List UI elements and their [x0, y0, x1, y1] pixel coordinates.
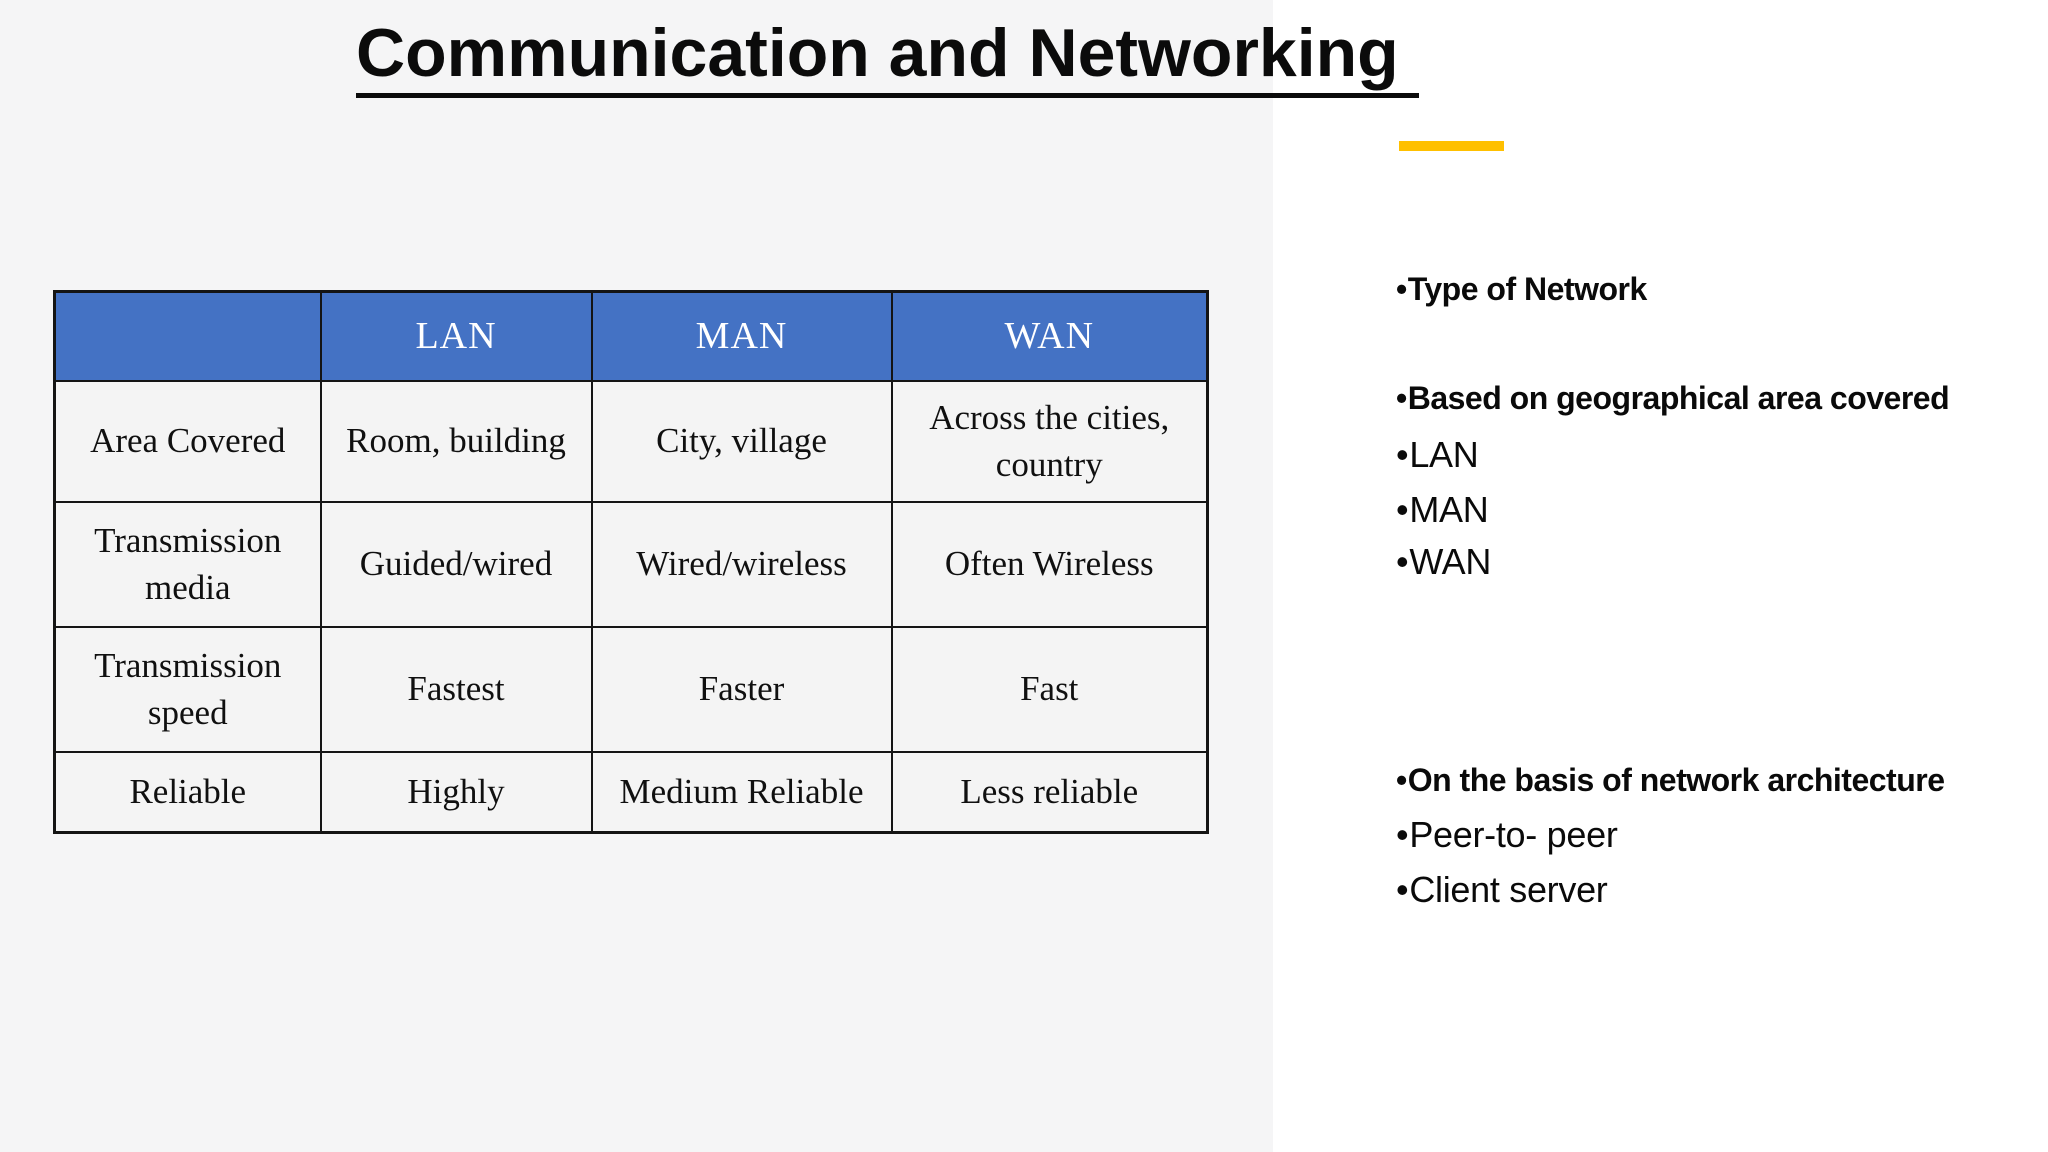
- comparison-table: LAN MAN WAN Area Covered Room, building …: [53, 290, 1209, 834]
- list-item-label: Client server: [1409, 869, 1608, 910]
- list-item: •Type of Network: [1396, 266, 2036, 375]
- column-header-man: MAN: [590, 290, 893, 382]
- table-row: Area Covered Room, building City, villag…: [53, 380, 1209, 503]
- header-cell-empty: [53, 290, 322, 382]
- table-cell: Often Wireless: [890, 501, 1209, 628]
- table-cell: Faster: [590, 626, 893, 753]
- bullet-icon: •: [1396, 380, 1407, 416]
- right-panel-notes: •Type of Network •Based on geographical …: [1396, 266, 2036, 913]
- accent-bar: [1399, 141, 1504, 151]
- table-cell: Fastest: [319, 626, 593, 753]
- table-row: Reliable Highly Medium Reliable Less rel…: [53, 751, 1209, 834]
- list-item-label: Type of Network: [1407, 271, 1648, 307]
- list-item-label: On the basis of network architecture: [1407, 762, 1945, 798]
- list-item-label: WAN: [1409, 541, 1492, 582]
- row-label: Area Covered: [53, 380, 322, 503]
- table-cell: Less reliable: [890, 751, 1209, 834]
- list-item-label: Peer-to- peer: [1409, 814, 1618, 855]
- table-cell: Fast: [890, 626, 1209, 753]
- row-label: Reliable: [53, 751, 322, 834]
- table-cell: Across the cities, country: [890, 380, 1209, 503]
- table-header-row: LAN MAN WAN: [53, 290, 1209, 382]
- right-panel-background: [1273, 0, 2048, 1152]
- table-cell: Wired/wireless: [590, 501, 893, 628]
- bullet-icon: •: [1396, 541, 1409, 582]
- table-row: Transmission speed Fastest Faster Fast: [53, 626, 1209, 753]
- list-item: •WAN: [1396, 539, 2036, 757]
- column-header-wan: WAN: [890, 290, 1209, 382]
- table-cell: City, village: [590, 380, 893, 503]
- table-cell: Guided/wired: [319, 501, 593, 628]
- list-item-label: Based on geographical area covered: [1407, 380, 1950, 416]
- table-cell: Medium Reliable: [590, 751, 893, 834]
- bullet-icon: •: [1396, 869, 1409, 910]
- bullet-icon: •: [1396, 489, 1409, 530]
- list-item: •Based on geographical area covered: [1396, 375, 2036, 432]
- bullet-icon: •: [1396, 434, 1409, 475]
- list-item-label: MAN: [1409, 489, 1489, 530]
- slide-title: Communication and Networking: [356, 16, 1419, 98]
- column-header-lan: LAN: [319, 290, 593, 382]
- row-label: Transmission media: [53, 501, 322, 628]
- list-item: •On the basis of network architecture: [1396, 757, 2036, 812]
- list-item: •Peer-to- peer: [1396, 812, 2036, 867]
- list-item: •Client server: [1396, 867, 2036, 913]
- table-cell: Room, building: [319, 380, 593, 503]
- table-cell: Highly: [319, 751, 593, 834]
- bullet-icon: •: [1396, 271, 1407, 307]
- bullet-icon: •: [1396, 762, 1407, 798]
- bullet-icon: •: [1396, 814, 1409, 855]
- row-label: Transmission speed: [53, 626, 322, 753]
- list-item-label: LAN: [1409, 434, 1479, 475]
- list-item: •MAN: [1396, 487, 2036, 539]
- list-item: •LAN: [1396, 432, 2036, 487]
- table-row: Transmission media Guided/wired Wired/wi…: [53, 501, 1209, 628]
